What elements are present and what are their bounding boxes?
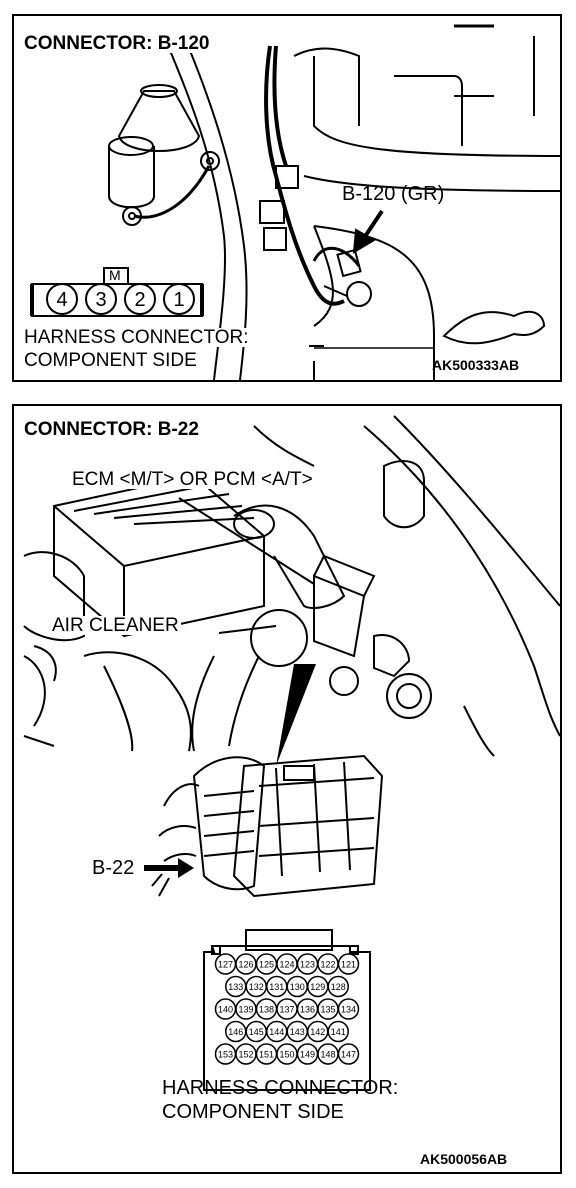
b22-pin-label: 124 <box>279 960 294 970</box>
connector-key: M <box>109 267 121 283</box>
air-cleaner-label: AIR CLEANER <box>50 615 181 636</box>
connector-b22-panel: 127 126 125 124 123 122 121 133 132 131 130 129 128 1… <box>12 404 562 1174</box>
b22-pin-label: 145 <box>249 1027 264 1037</box>
b22-pointer-label: B-22 <box>92 857 135 879</box>
b22-pin-label: 136 <box>300 1005 315 1015</box>
caption-line-1: HARNESS CONNECTOR: <box>22 327 251 348</box>
b22-pin-label: 135 <box>320 1005 335 1015</box>
b22-pin-label: 148 <box>320 1050 335 1060</box>
b22-pin-label: 134 <box>341 1005 356 1015</box>
panel-title: CONNECTOR: B-120 <box>22 33 212 54</box>
b22-pin-label: 125 <box>259 960 274 970</box>
b22-pin-label: 149 <box>300 1050 315 1060</box>
b22-pin-label: 121 <box>341 960 356 970</box>
pin-4: 4 <box>46 283 78 315</box>
b22-pin-label: 129 <box>310 982 325 992</box>
caption-line-1: HARNESS CONNECTOR: <box>162 1077 399 1099</box>
pin-2: 2 <box>124 283 156 315</box>
b22-pin-label: 147 <box>341 1050 356 1060</box>
b22-pin-label: 141 <box>331 1027 346 1037</box>
b22-pin-label: 132 <box>249 982 264 992</box>
b22-pin-label: 131 <box>269 982 284 992</box>
b22-pin-label: 153 <box>218 1050 233 1060</box>
b22-pin-label: 144 <box>269 1027 284 1037</box>
b22-pin-label: 122 <box>320 960 335 970</box>
b22-pin-label: 126 <box>238 960 253 970</box>
b22-pin-128 <box>327 975 349 998</box>
b22-pin-label: 127 <box>218 960 233 970</box>
b22-pin-label: 142 <box>310 1027 325 1037</box>
b22-pin-121 <box>337 953 360 975</box>
b22-pin-label: 150 <box>279 1050 294 1060</box>
pin-1: 1 <box>163 283 195 315</box>
b22-pin-label: 143 <box>290 1027 305 1037</box>
caption-line-2: COMPONENT SIDE <box>22 350 199 371</box>
b22-pin-label: 138 <box>259 1005 274 1015</box>
figure-code: AK500056AB <box>420 1151 508 1167</box>
b22-pin-label: 128 <box>331 982 346 992</box>
caption-line-2: COMPONENT SIDE <box>162 1101 344 1123</box>
b22-pin-label: 130 <box>290 982 305 992</box>
engine-bay-illustration-b120 <box>30 24 560 380</box>
b22-pin-label: 123 <box>300 960 315 970</box>
b22-pin-label: 152 <box>238 1050 253 1060</box>
b22-pin-141 <box>327 1020 349 1043</box>
b22-pin-147 <box>337 1043 360 1065</box>
ecm-label: ECM <M/T> OR PCM <A/T> <box>70 469 315 490</box>
b22-pin-label: 139 <box>238 1005 253 1015</box>
b120-pin-diagram <box>30 267 204 317</box>
figure-code: AK500333AB <box>432 357 520 373</box>
b22-connector-body <box>203 929 371 1091</box>
b22-pin-label: 151 <box>259 1050 274 1060</box>
b22-pin-label: 133 <box>228 982 243 992</box>
b22-pin-label: 146 <box>228 1027 243 1037</box>
b22-pin-134 <box>337 998 360 1020</box>
engine-bay-illustration-b22: 127 126 125 124 123 122 121 133 132 131 130 129 128 1… <box>23 415 560 1091</box>
pin-3: 3 <box>85 283 117 315</box>
panel-title: CONNECTOR: B-22 <box>22 419 201 440</box>
b22-pin-grid: 127 126 125 124 123 122 121 133 132 131 130 129 128 1… <box>214 953 360 1065</box>
callout-label: B-120 (GR) <box>342 183 445 205</box>
b22-pin-label: 137 <box>279 1005 294 1015</box>
b22-pin-label: 140 <box>218 1005 233 1015</box>
